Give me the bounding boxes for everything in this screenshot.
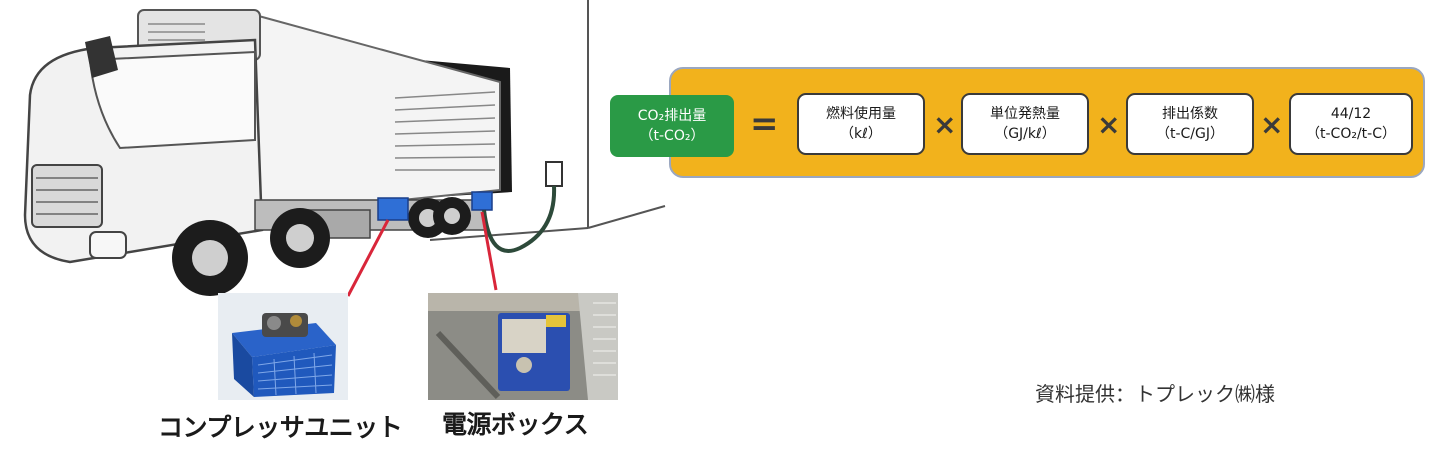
fuel-usage-box: 燃料使用量 （kℓ）: [797, 93, 925, 155]
unit-heat-label: 単位発熱量: [990, 106, 1060, 122]
power-box-marker: [471, 191, 493, 211]
pointer-power-box: [480, 211, 498, 291]
co2-emissions-box: CO₂排出量 （t-CO₂）: [610, 95, 734, 157]
multiply-sign-1: ×: [933, 108, 957, 141]
unit-heat-box: 単位発熱量 （GJ/kℓ）: [961, 93, 1089, 155]
cargo-box: [254, 13, 501, 217]
multiply-sign-3: ×: [1260, 108, 1284, 141]
source-credit: 資料提供：トプレック㈱様: [1035, 382, 1275, 406]
equals-sign: =: [750, 104, 779, 144]
conversion-factor-unit: （t-CO₂/t-C）: [1306, 126, 1396, 142]
emission-factor-label: 排出係数: [1162, 106, 1218, 122]
multiply-sign-2: ×: [1097, 108, 1121, 141]
conversion-factor-label: 44/12: [1330, 106, 1372, 122]
emission-factor-box: 排出係数 （t-C/GJ）: [1126, 93, 1254, 155]
building-wall: [429, 0, 666, 241]
cargo-shutter: [394, 91, 496, 171]
power-cable: [482, 185, 557, 253]
power-box-photo: [428, 293, 618, 400]
compressor-photo: [218, 293, 348, 400]
fuel-usage-unit: （kℓ）: [840, 126, 882, 142]
unit-heat-unit: （GJ/kℓ）: [994, 126, 1056, 142]
caption-power-box: 電源ボックス: [442, 410, 589, 439]
power-outlet: [545, 161, 563, 187]
co2-emissions-label: CO₂排出量: [637, 108, 707, 124]
grille: [31, 164, 103, 228]
caption-compressor-unit: コンプレッサユニット: [158, 413, 403, 442]
emission-factor-unit: （t-C/GJ）: [1155, 126, 1224, 142]
wheels: [172, 197, 471, 296]
compressor-marker: [377, 197, 409, 221]
co2-emissions-unit: （t-CO₂）: [639, 128, 705, 144]
conversion-factor-box: 44/12 （t-CO₂/t-C）: [1289, 93, 1413, 155]
pointer-compressor: [346, 219, 390, 297]
fuel-usage-label: 燃料使用量: [826, 106, 896, 122]
